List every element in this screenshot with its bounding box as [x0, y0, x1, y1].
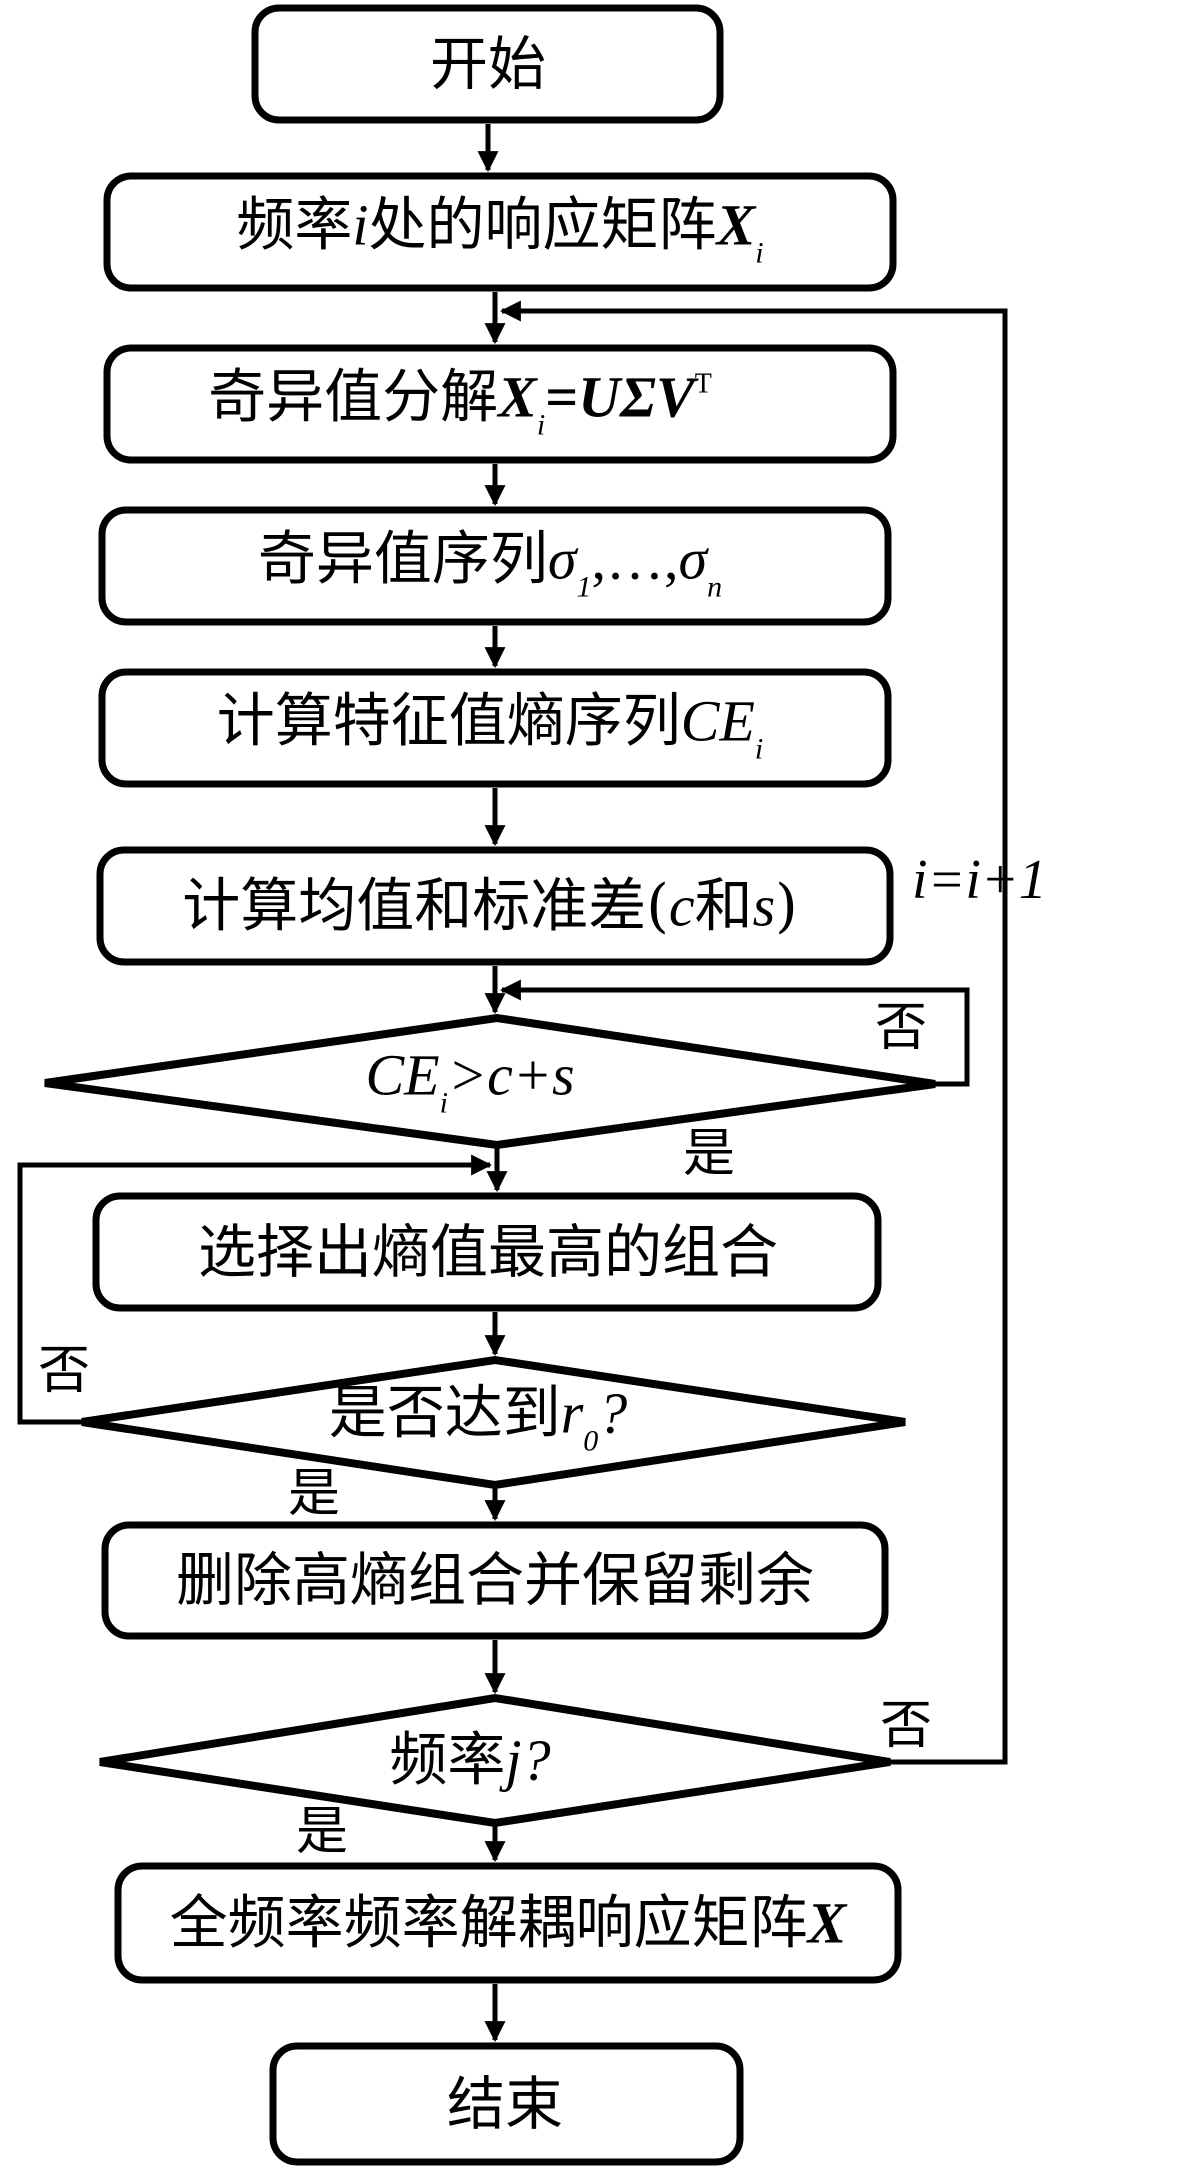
edge-threshold-no-loop	[499, 979, 970, 1087]
label-sub: 0	[583, 1424, 599, 1458]
label-s: s	[752, 873, 776, 939]
label-sub: i	[755, 236, 764, 270]
label-sub: 1	[576, 570, 592, 604]
label-rhs: >c+s	[447, 1042, 575, 1108]
edge-label-threshold-yes: 是	[683, 1124, 736, 1184]
label-matrix: X	[498, 364, 537, 430]
label-eq: =	[545, 364, 579, 430]
label-c: c	[668, 873, 695, 939]
label-mean-std: 计算均值和标准差(c和s)	[182, 877, 798, 936]
label-sigma: σ	[547, 526, 577, 592]
label-part: 计算均值和标准差(	[182, 871, 669, 940]
label-response-matrix: 频率i处的响应矩阵Xi	[236, 196, 763, 269]
label-var: r	[560, 1380, 584, 1446]
label-sub: n	[707, 570, 723, 604]
label-part: 处的响应矩阵	[368, 190, 717, 259]
label-start: 开始	[429, 30, 547, 98]
label-part: 频率	[236, 190, 353, 259]
label-part: )	[775, 871, 798, 940]
label-lhs: CE	[365, 1042, 440, 1108]
node-full-matrix	[114, 1862, 902, 1984]
edge-r0-no-loop	[17, 1154, 493, 1425]
edge-freq-no-loop	[499, 300, 1008, 1765]
label-rhs: UΣV	[578, 364, 695, 430]
edge-label-r0-yes: 是	[288, 1464, 341, 1524]
label-singular-values: 奇异值序列σ1,…,σn	[258, 530, 722, 603]
node-entropy-seq	[98, 668, 892, 788]
label-sub: i	[754, 732, 764, 766]
node-response-matrix	[103, 172, 897, 292]
edge-label-freq-no: 否	[880, 1696, 933, 1756]
label-delete-high: 删除高熵组合并保留剩余	[175, 1546, 815, 1614]
label-entropy-seq: 计算特征值熵序列CEi	[217, 692, 763, 765]
edge-label-freq-yes: 是	[296, 1802, 349, 1862]
label-matrix: X	[807, 1890, 847, 1956]
node-singular-values	[98, 506, 892, 626]
label-sub: i	[439, 1086, 448, 1120]
label-full-matrix: 全频率频率解耦响应矩阵X	[170, 1894, 847, 1953]
label-q: ?	[521, 1727, 551, 1793]
node-decision-r0	[81, 1355, 906, 1490]
node-end	[269, 2042, 744, 2166]
label-end: 结束	[446, 2070, 564, 2138]
label-dots: ,…,	[591, 526, 679, 592]
edge-label-r0-no: 否	[38, 1341, 91, 1401]
label-var: i	[352, 192, 369, 258]
label-part: 频率	[389, 1725, 506, 1794]
label-decision-freq: 频率j?	[389, 1731, 550, 1790]
label-part: 奇异值分解	[208, 362, 499, 431]
label-sup: T	[694, 368, 712, 400]
label-part: 全频率频率解耦响应矩阵	[169, 1888, 808, 1957]
label-sigma: σ	[678, 526, 708, 592]
edge-label-threshold-no: 否	[875, 998, 928, 1058]
label-part: 是否达到	[328, 1378, 561, 1447]
label-part: 奇异值序列	[257, 524, 548, 593]
node-mean-std	[96, 846, 894, 966]
label-matrix: X	[716, 192, 756, 258]
label-sub: i	[536, 408, 546, 442]
label-svd: 奇异值分解Xi=UΣVT	[208, 368, 712, 441]
label-select-max: 选择出熵值最高的组合	[197, 1218, 779, 1286]
label-decision-threshold: CEi>c+s	[365, 1046, 574, 1119]
label-var: j	[505, 1727, 522, 1793]
node-select-max	[92, 1192, 882, 1312]
node-delete-high	[101, 1521, 889, 1640]
node-start	[251, 4, 724, 124]
label-var: CE	[680, 688, 755, 754]
node-svd	[103, 344, 897, 464]
label-q: ?	[598, 1380, 628, 1446]
label-part: 和	[694, 871, 753, 940]
label-part: 计算特征值熵序列	[216, 686, 681, 755]
edge-label-increment: i=i+1	[912, 849, 1047, 911]
label-decision-r0: 是否达到r0?	[329, 1384, 628, 1457]
